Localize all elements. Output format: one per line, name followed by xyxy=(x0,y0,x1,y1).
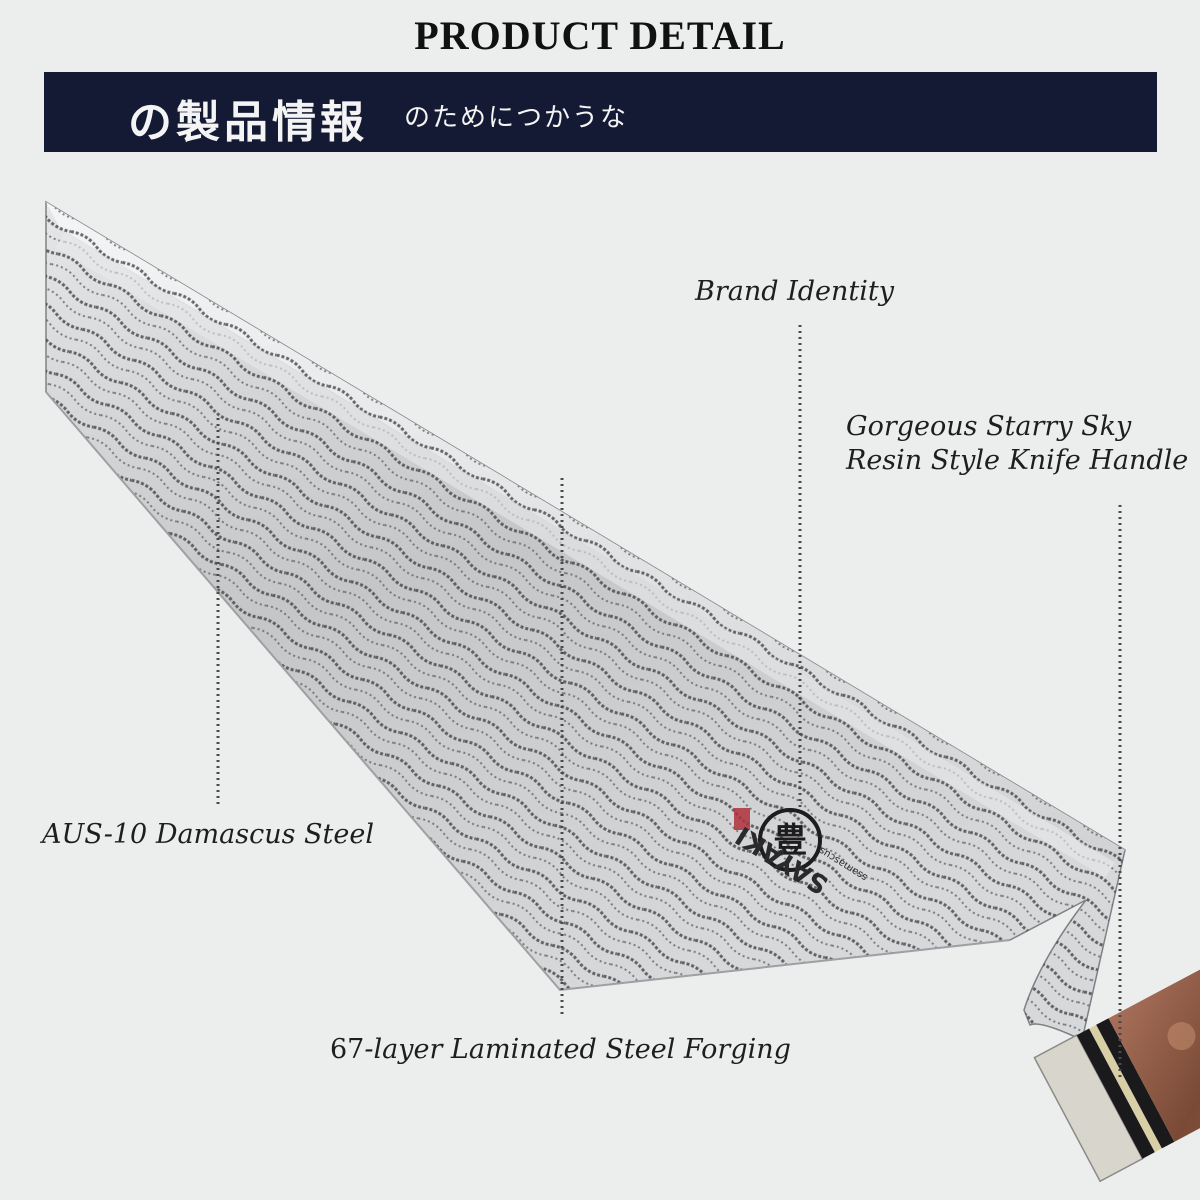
callout-layers-prefix: 67 xyxy=(330,1034,365,1065)
page-title: PRODUCT DETAIL xyxy=(414,13,786,58)
banner-sub-text: のためにつかうな xyxy=(404,103,629,133)
blade-edge xyxy=(45,391,1011,992)
callout-handle-line1: Gorgeous Starry Sky xyxy=(846,411,1132,442)
callout-steel: AUS-10 Damascus Steel xyxy=(42,818,374,852)
knife-handle xyxy=(1033,914,1200,1183)
banner-main-text: の製品情報 xyxy=(128,97,368,148)
svg-text:豊: 豊 xyxy=(773,821,807,861)
callout-layers: 67-layer Laminated Steel Forging xyxy=(330,1033,791,1067)
callout-brand-identity: Brand Identity xyxy=(695,276,895,307)
brand-logo: 豊 xyxy=(758,808,822,872)
red-seal xyxy=(734,808,750,830)
callout-layers-suffix: -layer Laminated Steel Forging xyxy=(364,1034,791,1065)
callout-handle: Gorgeous Starry Sky Resin Style Knife Ha… xyxy=(846,410,1188,478)
title-banner: の製品情報 のためにつかうな xyxy=(44,72,1157,152)
damascus-pattern xyxy=(46,202,1125,1040)
callout-handle-line2: Resin Style Knife Handle xyxy=(846,445,1189,476)
callout-steel-prefix: AUS-10 xyxy=(42,819,148,850)
callout-steel-suffix: Damascus Steel xyxy=(155,819,375,850)
